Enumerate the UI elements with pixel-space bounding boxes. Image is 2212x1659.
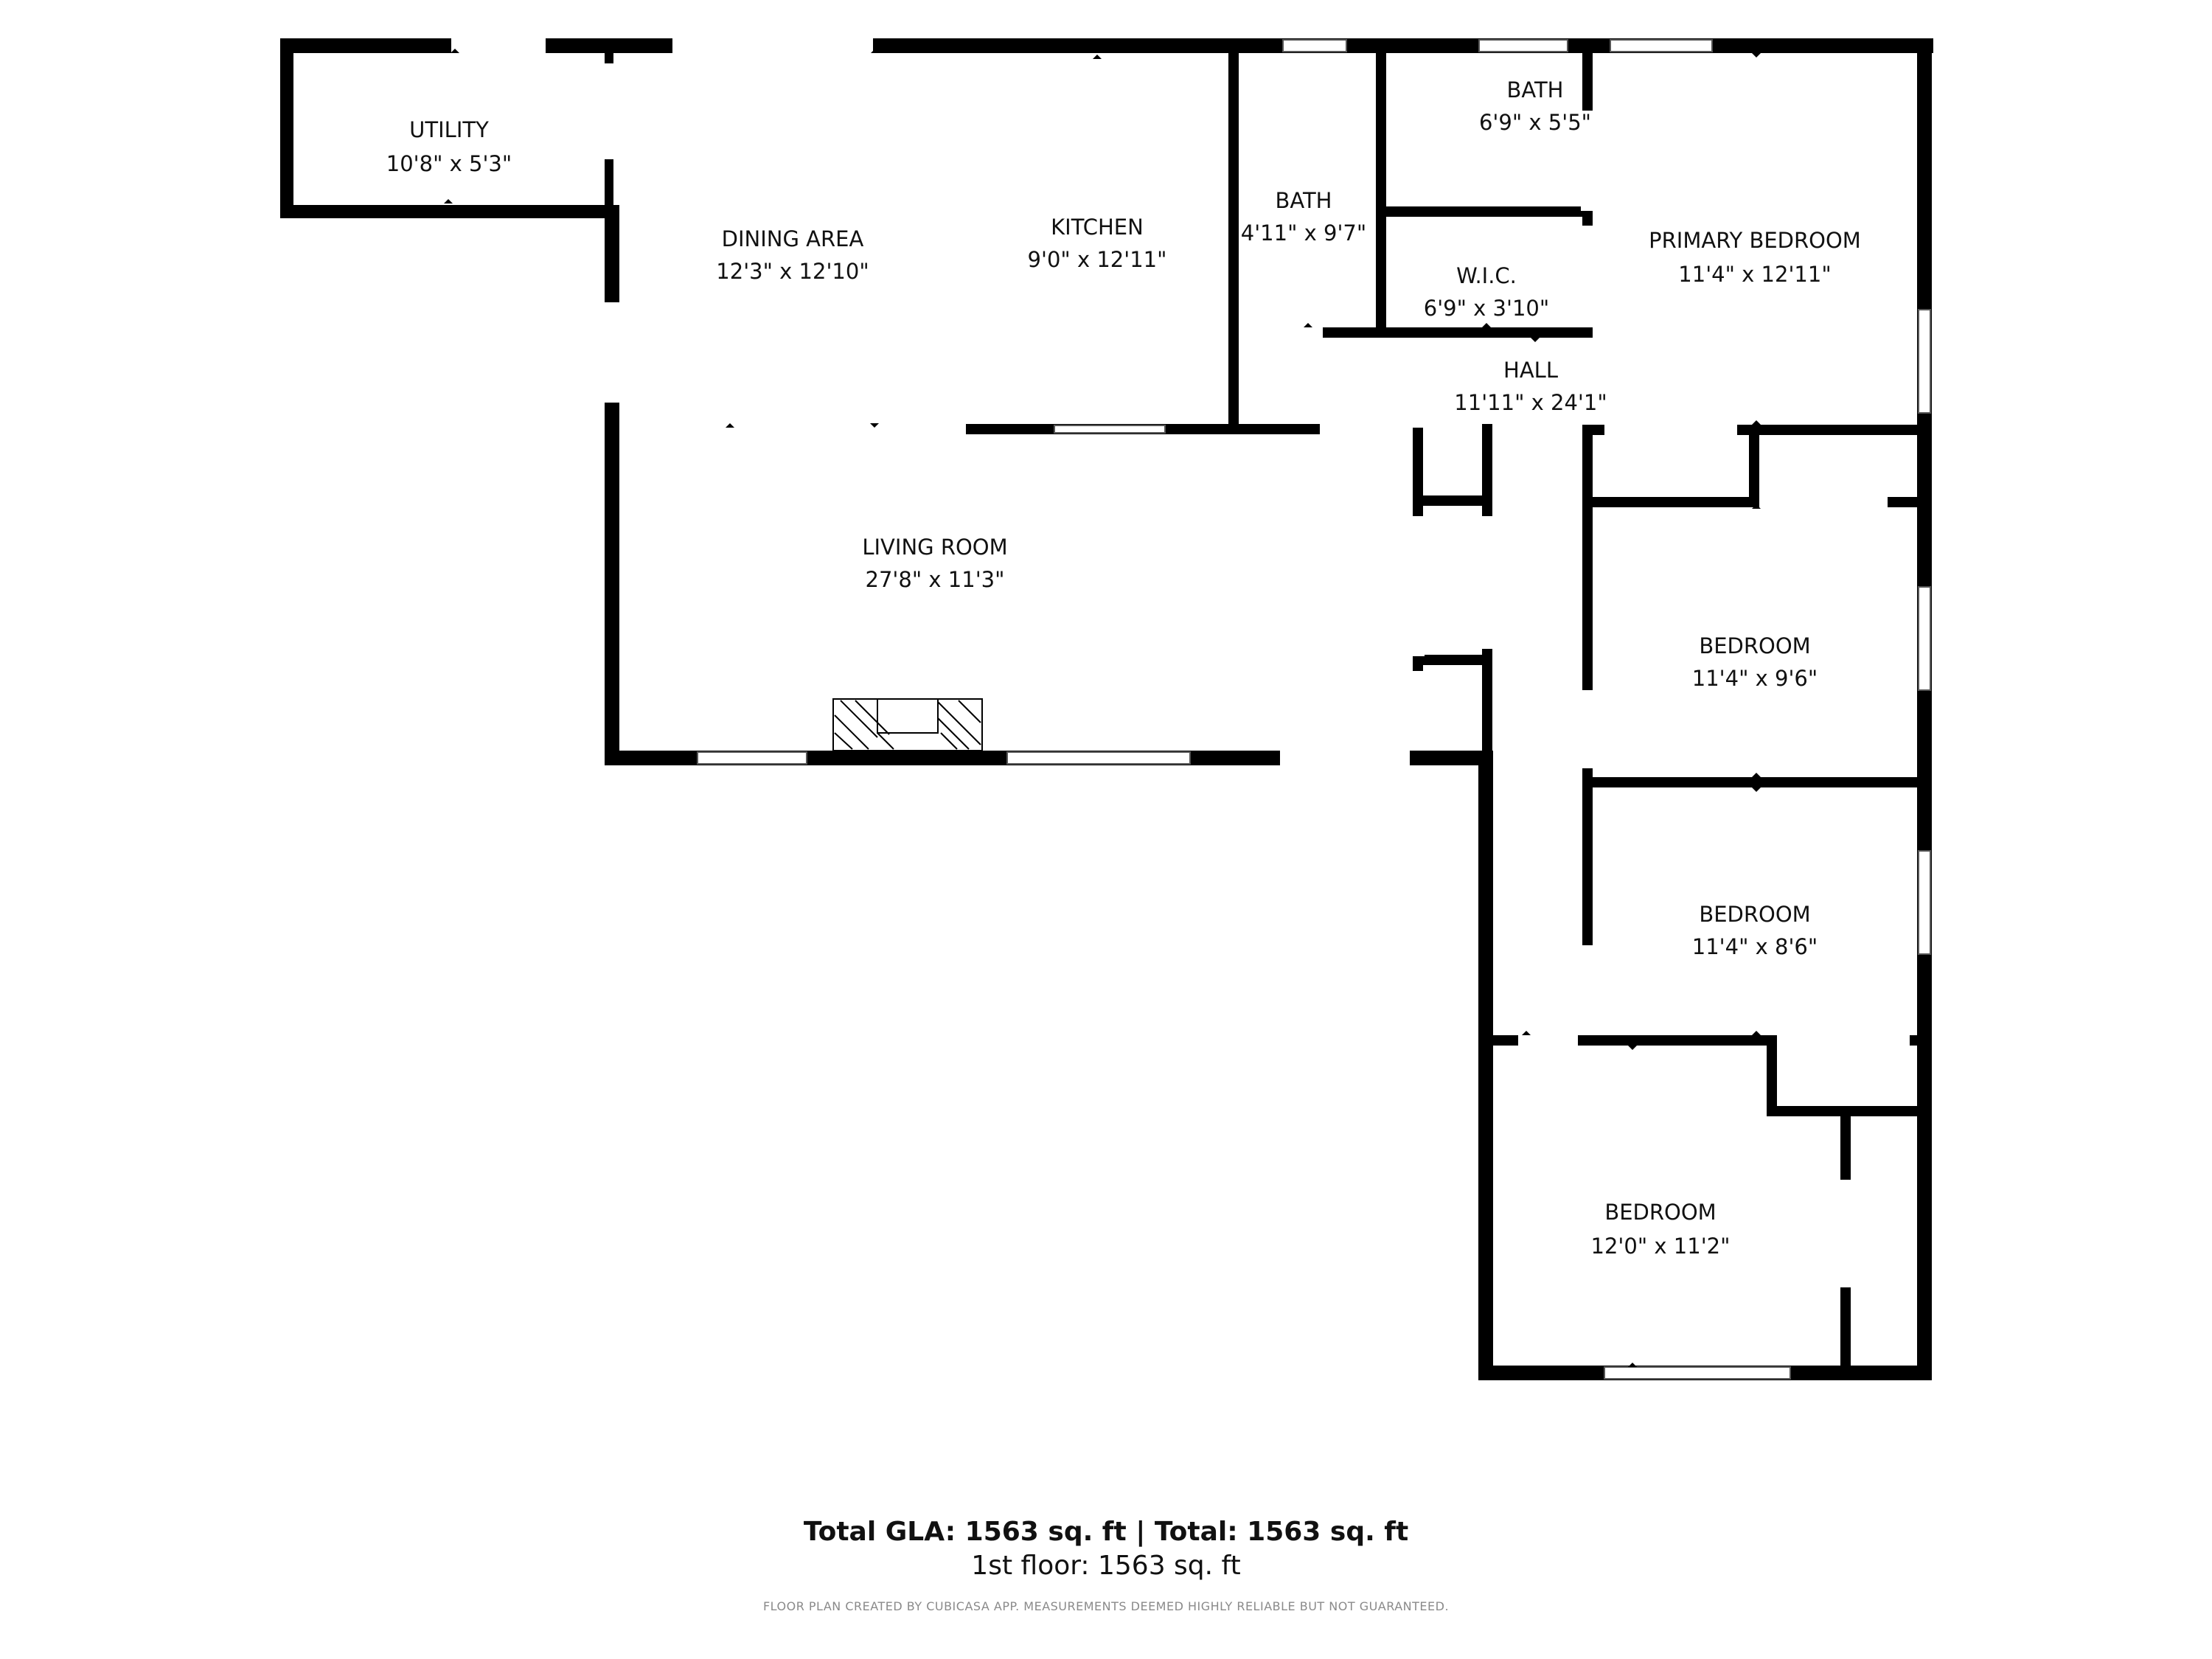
room-dim-kitchen: 9'0" x 12'11" [1028,247,1167,272]
dimension-markers [444,49,1761,1367]
total-area: Total GLA: 1563 sq. ft | Total: 1563 sq.… [803,1517,1409,1547]
room-dim-bedroom-3: 11'4" x 8'6" [1692,934,1818,959]
room-dim-hall: 11'11" x 24'1" [1454,390,1607,415]
disclaimer-note: FLOOR PLAN CREATED BY CUBICASA APP. MEAS… [762,1599,1450,1613]
room-name-bath-1: BATH [1275,188,1332,213]
room-dim-bedroom-2: 11'4" x 9'6" [1692,666,1818,691]
fireplace-icon [832,698,983,751]
room-name-bath-2: BATH [1506,77,1563,102]
room-dim-utility: 10'8" x 5'3" [386,151,512,176]
room-name-utility: UTILITY [409,117,489,142]
room-name-hall: HALL [1503,358,1558,383]
floor-area: 1st floor: 1563 sq. ft [971,1551,1241,1581]
room-dim-wic: 6'9" x 3'10" [1424,296,1549,321]
room-labels: UTILITY 10'8" x 5'3" DINING AREA 12'3" x… [386,77,1861,1259]
room-dim-dining: 12'3" x 12'10" [716,259,869,284]
room-dim-bath-2: 6'9" x 5'5" [1479,110,1591,135]
room-name-primary-bedroom: PRIMARY BEDROOM [1649,228,1861,253]
room-dim-living-room: 27'8" x 11'3" [866,567,1005,592]
area-summary: Total GLA: 1563 sq. ft | Total: 1563 sq.… [0,1515,2212,1613]
room-name-wic: W.I.C. [1456,263,1517,288]
windows [697,39,1931,1380]
room-dim-bath-1: 4'11" x 9'7" [1241,220,1366,246]
room-name-bedroom-2: BEDROOM [1699,633,1810,658]
room-name-bedroom-4: BEDROOM [1604,1200,1716,1225]
room-name-bedroom-3: BEDROOM [1699,902,1810,927]
room-name-dining: DINING AREA [722,226,864,251]
room-dim-bedroom-4: 12'0" x 11'2" [1591,1234,1731,1259]
room-name-living-room: LIVING ROOM [862,535,1007,560]
room-dim-primary-bedroom: 11'4" x 12'11" [1678,262,1831,287]
room-name-kitchen: KITCHEN [1051,215,1144,240]
door-openings [451,37,1910,1287]
